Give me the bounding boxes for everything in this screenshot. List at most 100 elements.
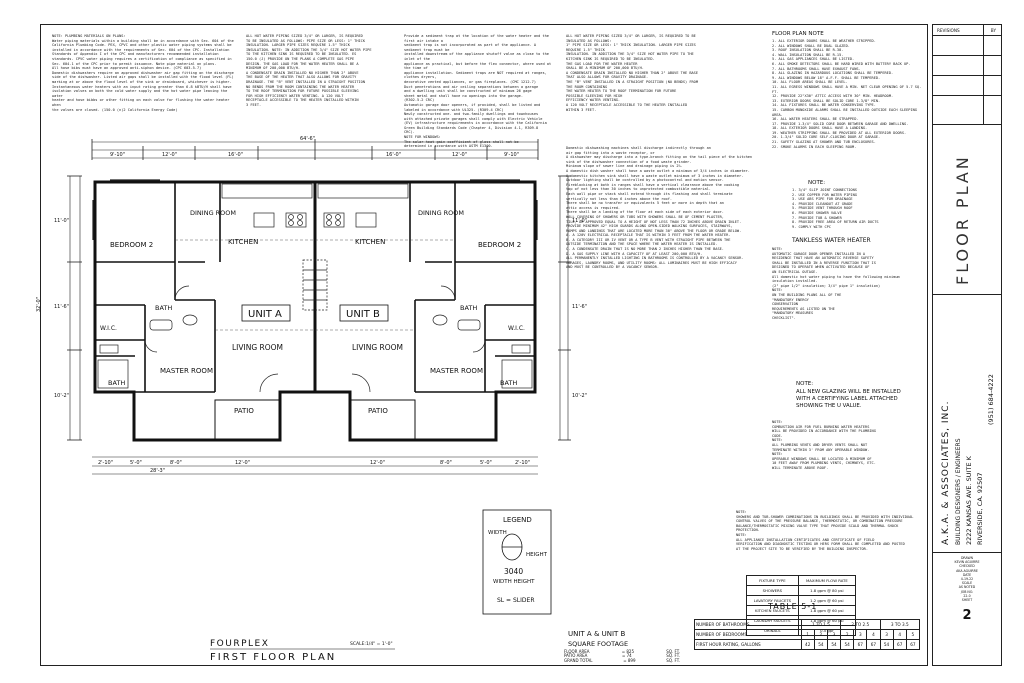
legend-box — [482, 509, 552, 615]
table51-cell: 3 TO 3.5 — [879, 619, 920, 630]
legend-code-labels: WIDTH HEIGHT — [493, 579, 535, 585]
floor-plan-notes: 1. ALL EXTERIOR DOORS SHALL BE WEATHER S… — [772, 39, 922, 149]
table51-caption: TABLE 5-1 — [768, 602, 818, 611]
sheet-number: 2 — [962, 608, 972, 624]
info-label: CHECKED — [959, 564, 975, 569]
toilet-b — [457, 319, 481, 331]
table51-cell: 54 — [879, 639, 894, 650]
hot-water-notes-b: ALL HOT WATER PIPING SIZED 3/4" OR LARGE… — [566, 34, 698, 112]
shower-valve-notes: NOTE: SHOWERS AND TUB-SHOWER COMBINATION… — [736, 510, 914, 551]
dimension-label: 5'-0" — [130, 460, 142, 466]
tankless-notes: NOTE: AUTOMATIC GARAGE DOOR OPENER INSTA… — [772, 247, 900, 320]
room-label: W.I.C. — [508, 325, 525, 332]
tankless-heading: TANKLESS WATER HEATER — [792, 237, 871, 244]
title-block: REVISIONS BY FLOOR PLAN A.K.A. & ASSOCIA… — [932, 24, 1002, 666]
dimension-label: 64'-6" — [300, 136, 315, 142]
dimension-label: 10'-2" — [572, 393, 587, 399]
utility-closet — [302, 259, 328, 311]
note-heading: NOTE: — [808, 180, 826, 186]
table51-cell: 4 — [892, 629, 907, 640]
sqft-value: = 825 — [621, 649, 635, 654]
room-label: MASTER ROOM — [160, 367, 213, 375]
room-label: DINING ROOM — [190, 209, 236, 217]
table51-cell: 42 — [800, 639, 815, 650]
dimension-label: 9'-10" — [110, 152, 125, 158]
sqft-table: FLOOR AREA = 825 SQ. FT. PATIO AREA = 74… — [560, 649, 684, 663]
room-label: MASTER ROOM — [430, 367, 483, 375]
room-label: PATIO — [234, 407, 254, 415]
dimension-label: 2'-10" — [98, 460, 113, 466]
table51-cell: 5 — [905, 629, 921, 640]
room-label: LIVING ROOM — [352, 343, 403, 352]
unit-a-label: UNIT A — [248, 309, 282, 320]
general-notes: Domestic dishwashing machines shall disc… — [566, 146, 753, 270]
dimension-label: 8'-0" — [440, 460, 452, 466]
legend-width: WIDTH — [488, 530, 507, 536]
sediment-trap-notes: Provide a sediment trap at the location … — [404, 34, 552, 149]
table51-cell: 54 — [826, 639, 842, 650]
legend-title: LEGEND — [503, 516, 532, 524]
glazing-note: ALL NEW GLAZING WILL BE INSTALLED WITH A… — [796, 389, 901, 409]
patio-b — [349, 399, 416, 441]
dimension-label: 11'-6" — [54, 304, 69, 310]
dimension-label: 8'-0" — [170, 460, 182, 466]
table51-cell: 3 — [879, 629, 894, 640]
drawing-border — [40, 24, 928, 666]
info-label: DRAWN — [960, 556, 974, 560]
sqft-label: PATIO AREA — [564, 653, 588, 659]
table51-cell: 54 — [813, 639, 828, 650]
sqft-value: = 74 — [621, 653, 632, 659]
dimension-label: 16'-0" — [228, 152, 243, 158]
plumbing-notes: NOTE: PLUMBING MATERIALS ON PLANS: Water… — [52, 34, 234, 112]
firm-subtitle: BUILDING DESIGNERS / ENGINEERS — [955, 438, 962, 545]
table51-cell: 2 — [813, 629, 828, 640]
sqft-value: = 899 — [623, 657, 636, 663]
table51-cell: 1 TO 1.5 — [800, 619, 842, 630]
info-block: DRAWN KEVIN AGUIRRE CHECKED AKA AGUIRRE … — [933, 553, 1001, 665]
legend-slider: SL = SLIDER — [497, 597, 535, 604]
drawing-title-line2: FIRST FLOOR PLAN — [210, 652, 336, 663]
unit-b-label: UNIT B — [346, 309, 380, 320]
legend-height: HEIGHT — [526, 552, 548, 558]
toilet-a — [149, 319, 173, 331]
patio-a — [214, 399, 281, 441]
info-value: 22-0 — [963, 593, 971, 598]
sheet-title-block: FLOOR PLAN — [933, 125, 1001, 295]
kitchen-counter-a — [221, 183, 313, 199]
revisions-by-label: BY — [990, 28, 996, 33]
firm-city: RIVERSIDE, CA. 92507 — [976, 472, 984, 545]
table51-cell: 67 — [853, 639, 868, 650]
table51-cell: 67 — [892, 639, 907, 650]
room-label: KITCHEN — [355, 238, 385, 246]
dimension-label: 2'-10" — [515, 460, 530, 466]
firm-name: A.K.A. & ASSOCIATES, INC. — [941, 400, 951, 545]
table51-cell: 3 — [853, 629, 868, 640]
room-label: PATIO — [368, 407, 388, 415]
info-value: KEVIN AGUIRRE — [954, 560, 980, 565]
dimension-label: 11'-0" — [54, 218, 69, 224]
glazing-note-heading: NOTE: — [796, 381, 814, 387]
room-label: BATH — [500, 379, 517, 387]
sqft-row: GRAND TOTAL = 899 SQ. FT. — [560, 657, 684, 663]
range-a — [285, 212, 307, 228]
firm-block: A.K.A. & ASSOCIATES, INC. BUILDING DESIG… — [933, 295, 1001, 553]
sqft-label: GRAND TOTAL — [564, 657, 593, 663]
room-label: LIVING ROOM — [232, 343, 283, 352]
table51-cell: 2 TO 2.5 — [840, 619, 881, 630]
sqft-row: FLOOR AREA = 825 SQ. FT. — [560, 649, 684, 654]
room-label: W.I.C. — [100, 325, 117, 332]
info-label: JOB NO. — [960, 589, 974, 594]
room-label: BEDROOM 2 — [478, 241, 521, 249]
tub-b — [501, 359, 533, 389]
revisions-block: REVISIONS BY — [933, 25, 1001, 125]
sqft-subtitle: SQUARE FOOTAGE — [568, 640, 629, 648]
firm-address: 2222 KANSAS AVE. SUITE K — [965, 456, 973, 545]
dimension-label: 16'-0" — [386, 152, 401, 158]
room-label: BEDROOM 2 — [110, 241, 153, 249]
info-label: DATE — [962, 572, 972, 577]
table51-cell: NUMBER OF BEDROOMS — [694, 629, 802, 640]
sqft-label: FLOOR AREA — [564, 649, 590, 654]
kitchen-counter-b — [317, 183, 409, 199]
